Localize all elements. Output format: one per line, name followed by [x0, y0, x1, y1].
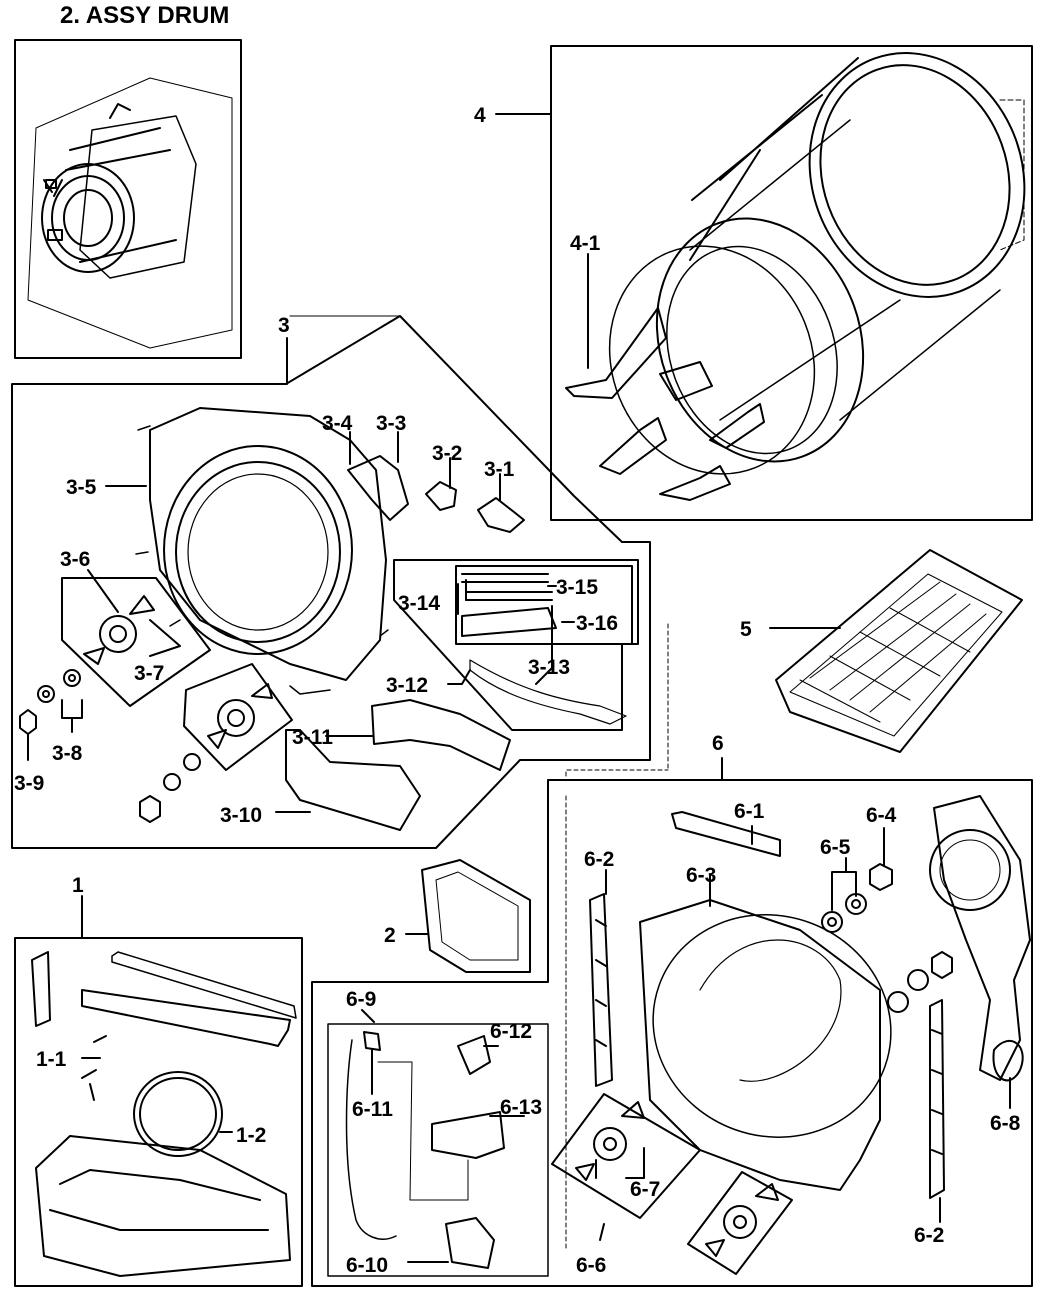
callout-6-4: 6-4 [866, 804, 897, 827]
callout-6-2-bottom: 6-2 [914, 1224, 944, 1247]
callout-1-1: 1-1 [36, 1048, 67, 1071]
callout-3-8: 3-8 [52, 742, 83, 765]
callout-3-7: 3-7 [134, 662, 164, 685]
callout-3-6: 3-6 [60, 548, 90, 571]
callout-6-2-top: 6-2 [584, 848, 614, 871]
callout-6-3: 6-3 [686, 864, 716, 887]
callout-3-15: 3-15 [556, 576, 598, 599]
rear-bracket-section [311, 623, 1033, 1287]
callout-4: 4 [474, 104, 486, 127]
callout-6-9: 6-9 [346, 988, 376, 1011]
callout-1-2: 1-2 [236, 1124, 266, 1147]
callout-3-4: 3-4 [322, 412, 353, 435]
callout-2: 2 [384, 924, 396, 947]
assembly-overview-drawing [14, 39, 242, 359]
callout-3-12: 3-12 [386, 674, 428, 697]
front-panel-section [11, 315, 651, 849]
callout-5: 5 [740, 618, 752, 641]
callout-3-14: 3-14 [398, 592, 440, 615]
callout-1: 1 [72, 874, 84, 897]
callout-6-5: 6-5 [820, 836, 851, 859]
callout-3-1: 3-1 [484, 458, 515, 481]
callout-6-11: 6-11 [352, 1098, 393, 1121]
drum-section [550, 45, 1033, 521]
callout-3-2: 3-2 [432, 442, 462, 465]
duct-section [14, 937, 303, 1287]
callout-6-10: 6-10 [346, 1254, 388, 1277]
callout-3-10: 3-10 [220, 804, 262, 827]
callout-3-9: 3-9 [14, 772, 44, 795]
leader-lines [27, 113, 1011, 1263]
callout-3-16: 3-16 [576, 612, 618, 635]
callout-6-7: 6-7 [630, 1178, 660, 1201]
callout-3-13: 3-13 [528, 656, 570, 679]
callout-6-13: 6-13 [500, 1096, 542, 1119]
callout-3-5: 3-5 [66, 476, 97, 499]
filter-grille [775, 549, 1023, 753]
callout-3-3: 3-3 [376, 412, 406, 435]
callout-3: 3 [278, 314, 290, 337]
callout-6-8: 6-8 [990, 1112, 1021, 1135]
callout-6-12: 6-12 [490, 1020, 532, 1043]
page-title: 2. ASSY DRUM [60, 2, 230, 29]
callout-6: 6 [712, 732, 724, 755]
callout-3-11: 3-11 [292, 726, 333, 749]
seal-part [421, 859, 531, 973]
callout-6-6: 6-6 [576, 1254, 606, 1277]
callout-6-1: 6-1 [734, 800, 765, 823]
callout-4-1: 4-1 [570, 232, 601, 255]
